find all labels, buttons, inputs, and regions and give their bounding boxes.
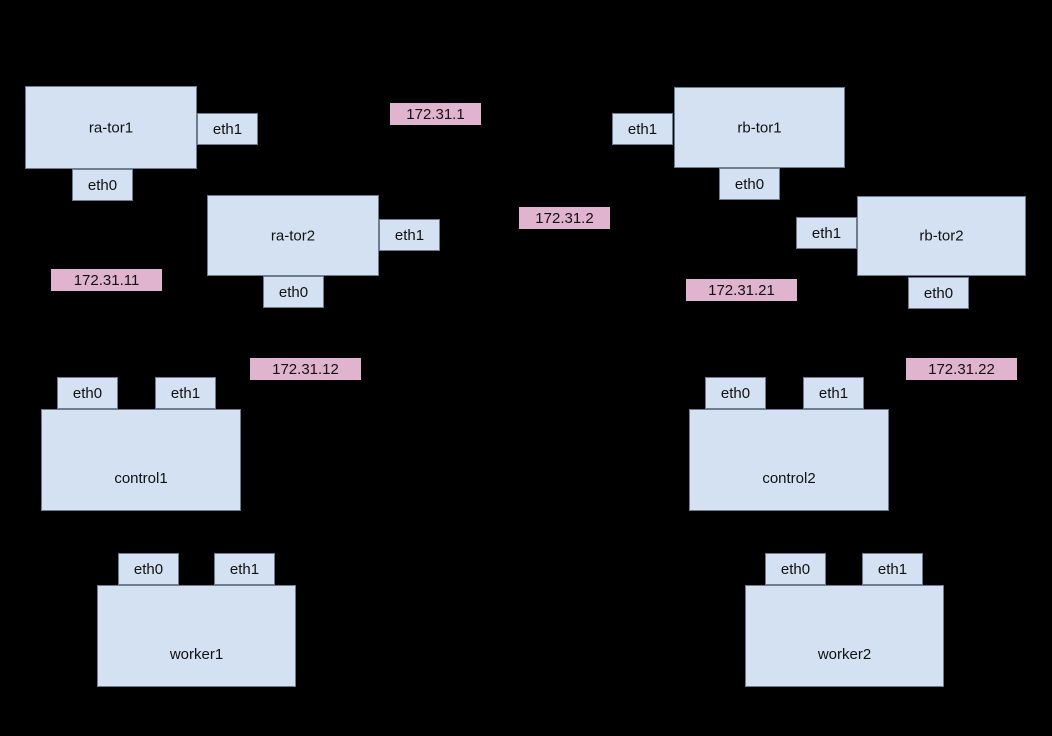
port-worker2-eth1[interactable]: eth1 [862, 553, 923, 585]
node-label: ra-tor2 [270, 227, 316, 244]
port-control1-eth1[interactable]: eth1 [155, 377, 216, 409]
port-control2-eth1[interactable]: eth1 [803, 377, 864, 409]
node-label: rb-tor2 [919, 227, 964, 245]
node-rb-tor1[interactable]: rb-tor1 [674, 87, 845, 168]
port-ra-tor1-eth0[interactable]: eth0 [72, 169, 133, 201]
port-control2-eth0[interactable]: eth0 [705, 377, 766, 409]
port-ra-tor2-eth1[interactable]: eth1 [379, 219, 440, 251]
node-label: control1 [114, 470, 168, 487]
node-worker2[interactable]: worker2 [745, 585, 944, 687]
node-label: rb-tor1 [737, 119, 782, 136]
node-label: ra-tor1 [88, 119, 134, 136]
node-ra-tor2[interactable]: ra-tor2 [207, 195, 379, 276]
ip-label-ip-172-31-22: 172.31.22 [906, 358, 1017, 380]
port-worker1-eth1[interactable]: eth1 [214, 553, 275, 585]
node-worker1[interactable]: worker1 [97, 585, 296, 687]
ip-label-ip-172-31-21: 172.31.21 [686, 279, 797, 301]
node-control2[interactable]: control2 [689, 409, 889, 511]
node-label: worker2 [817, 646, 872, 663]
ip-label-ip-172-31-2: 172.31.2 [519, 207, 610, 229]
port-control1-eth0[interactable]: eth0 [57, 377, 118, 409]
node-label: worker1 [169, 646, 224, 663]
node-rb-tor2[interactable]: rb-tor2 [857, 196, 1026, 276]
port-rb-tor2-eth0[interactable]: eth0 [908, 277, 969, 309]
node-label: control2 [762, 470, 816, 487]
port-worker1-eth0[interactable]: eth0 [118, 553, 179, 585]
port-worker2-eth0[interactable]: eth0 [765, 553, 826, 585]
ip-label-ip-172-31-12: 172.31.12 [250, 358, 361, 380]
ip-label-ip-172-31-11: 172.31.11 [51, 269, 162, 291]
port-ra-tor2-eth0[interactable]: eth0 [263, 276, 324, 308]
port-rb-tor2-eth1[interactable]: eth1 [796, 217, 857, 249]
port-rb-tor1-eth1[interactable]: eth1 [612, 113, 673, 145]
port-rb-tor1-eth0[interactable]: eth0 [719, 168, 780, 200]
port-ra-tor1-eth1[interactable]: eth1 [197, 113, 258, 145]
ip-label-ip-172-31-1: 172.31.1 [390, 103, 481, 125]
node-ra-tor1[interactable]: ra-tor1 [25, 86, 197, 169]
node-control1[interactable]: control1 [41, 409, 241, 511]
